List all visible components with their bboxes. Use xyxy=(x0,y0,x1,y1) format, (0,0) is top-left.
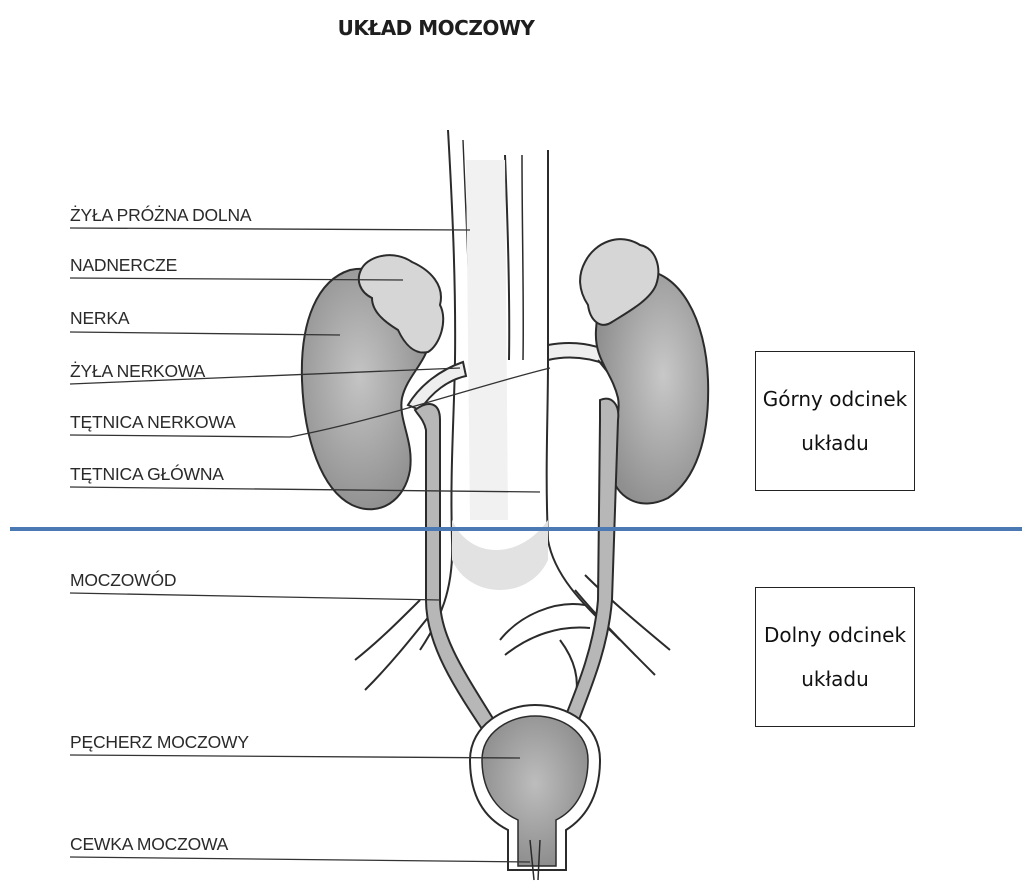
lower-section-line2: układu xyxy=(801,657,869,701)
iliac-vessels xyxy=(355,575,670,700)
label-kidney: NERKA xyxy=(70,308,130,328)
label-aorta: TĘTNICA GŁÓWNA xyxy=(70,463,224,484)
label-renal-vein: ŻYŁA NERKOWA xyxy=(70,361,206,381)
bladder xyxy=(470,705,600,880)
section-divider xyxy=(10,527,1022,531)
label-renal-artery: TĘTNICA NERKOWA xyxy=(70,412,236,432)
upper-section-line2: układu xyxy=(801,421,869,465)
upper-section-box: Górny odcinek układu xyxy=(755,351,915,491)
great-vessels xyxy=(420,130,620,650)
label-urethra: CEWKA MOCZOWA xyxy=(70,834,229,854)
label-ureter: MOCZOWÓD xyxy=(70,569,176,590)
lower-section-line1: Dolny odcinek xyxy=(764,613,906,657)
label-vena-cava: ŻYŁA PRÓŻNA DOLNA xyxy=(70,204,252,225)
label-adrenal: NADNERCZE xyxy=(70,255,177,275)
label-bladder: PĘCHERZ MOCZOWY xyxy=(70,732,249,752)
lower-section-box: Dolny odcinek układu xyxy=(755,587,915,727)
diagram-title: UKŁAD MOCZOWY xyxy=(338,16,536,40)
upper-section-line1: Górny odcinek xyxy=(763,377,908,421)
